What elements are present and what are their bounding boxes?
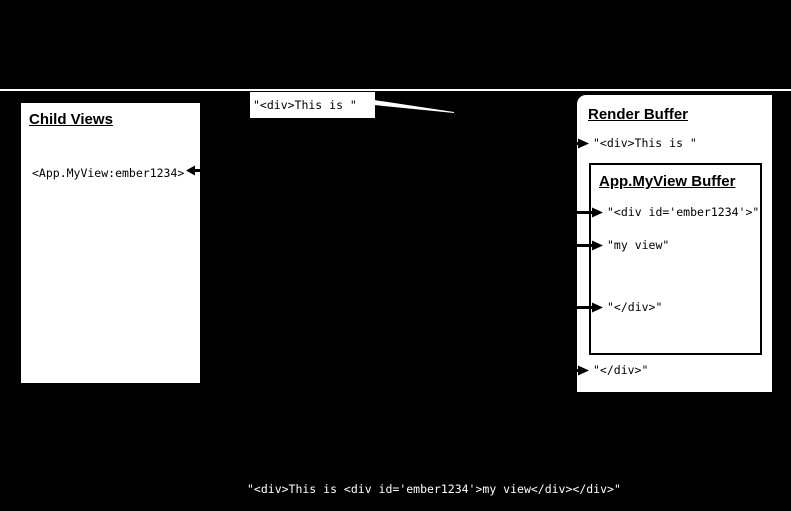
render-buffer-panel: Render Buffer "<div>This is " App.MyView… [559,95,772,392]
callout-text: "<div>This is " [253,98,357,112]
render-buffer-row-text: "</div>" [593,363,649,377]
render-buffer-title: Render Buffer [588,106,689,123]
myview-buffer-row: "</div>" [559,300,662,314]
arrow-right-icon [559,138,589,149]
myview-buffer-row: "my view" [559,238,669,252]
child-views-title: Child Views [29,111,113,128]
myview-buffer-row-text: "<div id='ember1234'>" [607,205,760,219]
top-divider-rule [0,89,791,91]
arrow-right-icon [559,302,603,313]
myview-buffer-row: "<div id='ember1234'>" [559,205,759,219]
myview-buffer-box: App.MyView Buffer "<div id='ember1234'>"… [559,163,762,355]
myview-buffer-row-text: "my view" [607,238,670,252]
render-buffer-row: "<div>This is " [559,136,697,150]
myview-buffer-row-text: "</div>" [607,300,663,314]
arrow-right-icon [559,365,589,376]
callout-box: "<div>This is " [250,92,375,118]
child-view-entry: <App.MyView:ember1234> [32,166,185,180]
render-buffer-row: "</div>" [559,363,648,377]
tapered-connector-icon [374,99,454,115]
render-buffer-row-text: "<div>This is " [593,136,697,150]
child-views-panel: Child Views <App.MyView:ember1234> [21,103,200,383]
arrow-right-icon [559,207,603,218]
result-string: "<div>This is <div id='ember1234'>my vie… [247,482,621,496]
arrow-right-icon [559,240,603,251]
myview-buffer-title: App.MyView Buffer [599,173,736,190]
arrow-left-icon [186,165,208,176]
